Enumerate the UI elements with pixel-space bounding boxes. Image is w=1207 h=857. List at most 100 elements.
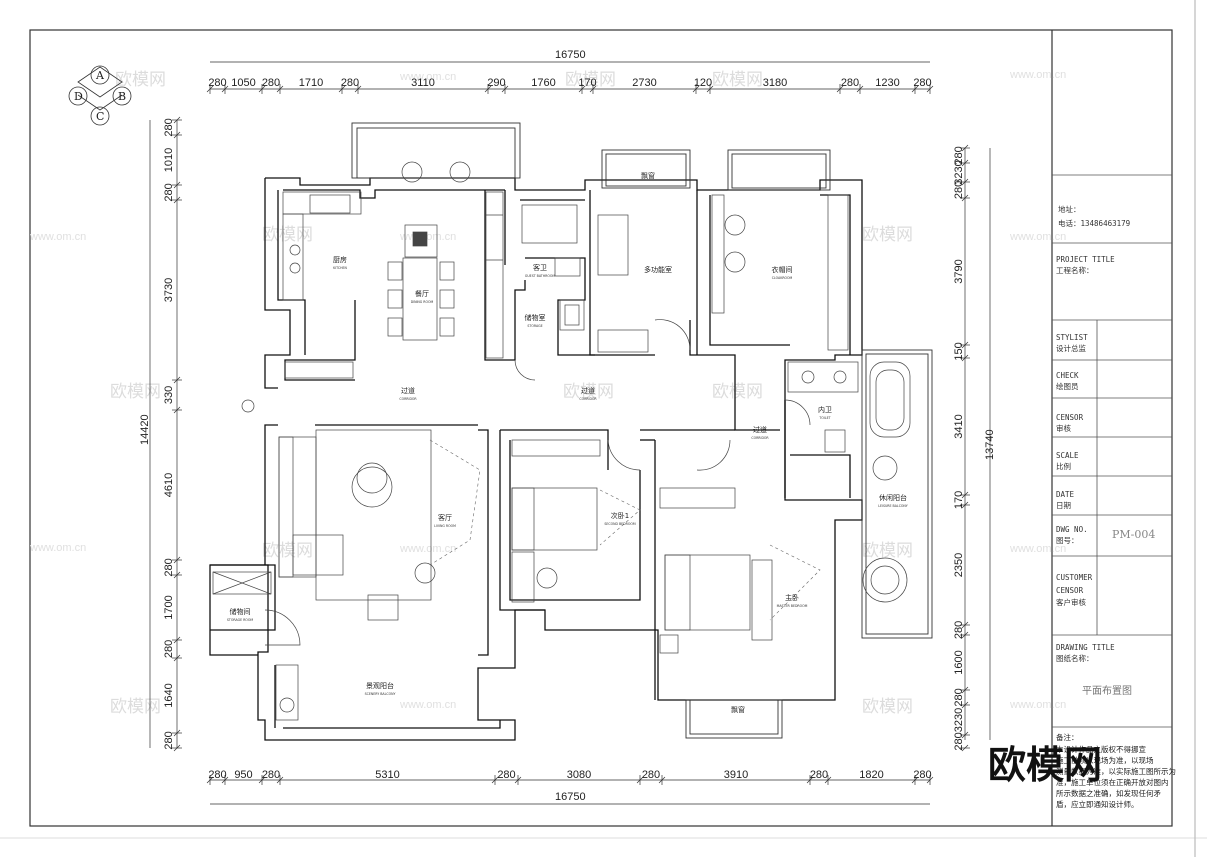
- doors: [264, 319, 811, 646]
- room-name: 过道: [581, 386, 595, 395]
- dwg-number: PM-004: [1112, 528, 1155, 541]
- room-name: 过道: [401, 386, 415, 395]
- dimension-tick: [173, 556, 181, 564]
- dimension-tick: [173, 729, 181, 737]
- room-name: 厨房: [333, 255, 347, 264]
- dimension-tick: [658, 776, 666, 784]
- left-dimension-label: 280: [163, 640, 175, 658]
- right-dimension-label: 280: [953, 146, 965, 164]
- top-dimension-label: 1760: [531, 77, 555, 89]
- watermark-url: www.om.cn: [1009, 69, 1066, 81]
- room-name-en: MASTER BEDROOM: [777, 604, 808, 608]
- dimension-tick: [926, 85, 934, 93]
- walls: [209, 177, 863, 741]
- overall-height-left: 14420: [139, 414, 151, 445]
- room-name-en: SECOND BEDROOM: [604, 522, 636, 526]
- right-dimension-label: 3230: [953, 708, 965, 732]
- room-name-en: CORRIDOR: [399, 397, 417, 401]
- dimension-tick: [354, 85, 362, 93]
- dimension-tick: [173, 181, 181, 189]
- compass-rose: A B C D: [68, 65, 132, 126]
- watermark-brand: 欧模网: [712, 70, 763, 90]
- dimension-tick: [206, 776, 214, 784]
- room-name: 内卫: [818, 405, 832, 414]
- note-line: 准，施工单位须在正确开放对图内: [1056, 777, 1169, 787]
- dimension-tick: [961, 178, 969, 186]
- top-dimension-label: 290: [487, 77, 505, 89]
- left-dimension-label: 280: [163, 183, 175, 201]
- room-name-en: LEISURE BALCONY: [878, 504, 908, 508]
- dimension-tick: [961, 144, 969, 152]
- note-line: 测量数据为准，以实际施工图所示为: [1056, 766, 1176, 776]
- dimension-tick: [173, 636, 181, 644]
- top-dimension-label: 170: [578, 77, 596, 89]
- watermark-brand: 欧模网: [565, 70, 616, 90]
- customer-en: CUSTOMER: [1056, 573, 1093, 582]
- room-name-en: DINING ROOM: [411, 300, 434, 304]
- dimension-tick: [961, 621, 969, 629]
- left-dimension-label: 280: [163, 731, 175, 749]
- watermark-url: www.om.cn: [1009, 699, 1066, 711]
- bottom-dimension-label: 280: [810, 769, 828, 781]
- stylist-cn: 设计总监: [1056, 343, 1086, 353]
- dimension-tick: [173, 131, 181, 139]
- watermark-brand: 欧模网: [262, 225, 313, 245]
- left-dimension-label: 4610: [163, 473, 175, 497]
- dimension-tick: [961, 686, 969, 694]
- date-cn: 日期: [1056, 501, 1071, 510]
- balcony-outlines: [351, 122, 933, 739]
- room-name: 休闲阳台: [879, 493, 907, 502]
- project-title-en: PROJECT TITLE: [1056, 255, 1115, 264]
- dimension-tick: [173, 654, 181, 662]
- watermark-layer: 欧模网 欧模网 欧模网 欧模网 欧模网 欧模网 欧模网 欧模网 欧模网 欧模网 …: [29, 69, 1066, 717]
- top-dimension-label: 280: [262, 77, 280, 89]
- censor2-en: CENSOR: [1056, 586, 1084, 595]
- left-dimension-label: 330: [163, 386, 175, 404]
- left-dimension-label: 280: [163, 558, 175, 576]
- watermark-url: www.om.cn: [29, 231, 86, 243]
- dimension-tick: [824, 776, 832, 784]
- dimension-tick: [221, 776, 229, 784]
- watermark-brand: 欧模网: [262, 541, 313, 561]
- dimension-tick: [173, 376, 181, 384]
- drawing-title-cn: 图纸名称：: [1056, 653, 1094, 663]
- bottom-dimension-label: 280: [262, 769, 280, 781]
- overall-width-bottom: 16750: [555, 791, 586, 803]
- right-dimension-label: 1600: [953, 650, 965, 674]
- bottom-dimension-label: 3910: [724, 769, 748, 781]
- watermark-brand: 欧模网: [862, 541, 913, 561]
- project-title-cn: 工程名称：: [1056, 265, 1094, 275]
- dimension-tick: [484, 85, 492, 93]
- watermark-url: www.om.cn: [399, 543, 456, 555]
- room-name: 飘窗: [641, 171, 655, 180]
- bottom-dimension-label: 280: [497, 769, 515, 781]
- note-line: 盾，应立即通知设计师。: [1056, 799, 1139, 809]
- room-name: 景观阳台: [366, 681, 394, 690]
- check-en: CHECK: [1056, 371, 1079, 380]
- bottom-dimension-label: 3080: [567, 769, 591, 781]
- room-name-en: CORRIDOR: [751, 436, 769, 440]
- room-name: 过道: [753, 425, 767, 434]
- top-dimension-label: 1050: [231, 77, 255, 89]
- top-dimension-label: 3110: [411, 77, 435, 89]
- right-dimension-label: 170: [953, 491, 965, 509]
- room-name: 客厅: [438, 513, 452, 522]
- dimension-tick: [961, 194, 969, 202]
- dimension-tick: [911, 776, 919, 784]
- dimension-tick: [961, 701, 969, 709]
- left-dimension-label: 3730: [163, 278, 175, 302]
- bottom-dimension-label: 280: [208, 769, 226, 781]
- dimension-tick: [692, 85, 700, 93]
- left-dimensions: [149, 116, 182, 752]
- dimension-tick: [961, 501, 969, 509]
- check-cn: 绘图员: [1056, 381, 1079, 391]
- overall-width-top: 16750: [555, 49, 586, 61]
- room-name: 餐厅: [415, 289, 429, 298]
- censor-cn: 审核: [1056, 423, 1072, 433]
- right-dimension-label: 280: [953, 181, 965, 199]
- room-name: 次卧1: [611, 511, 629, 520]
- bottom-dimension-label: 280: [642, 769, 660, 781]
- watermark-url: www.om.cn: [399, 699, 456, 711]
